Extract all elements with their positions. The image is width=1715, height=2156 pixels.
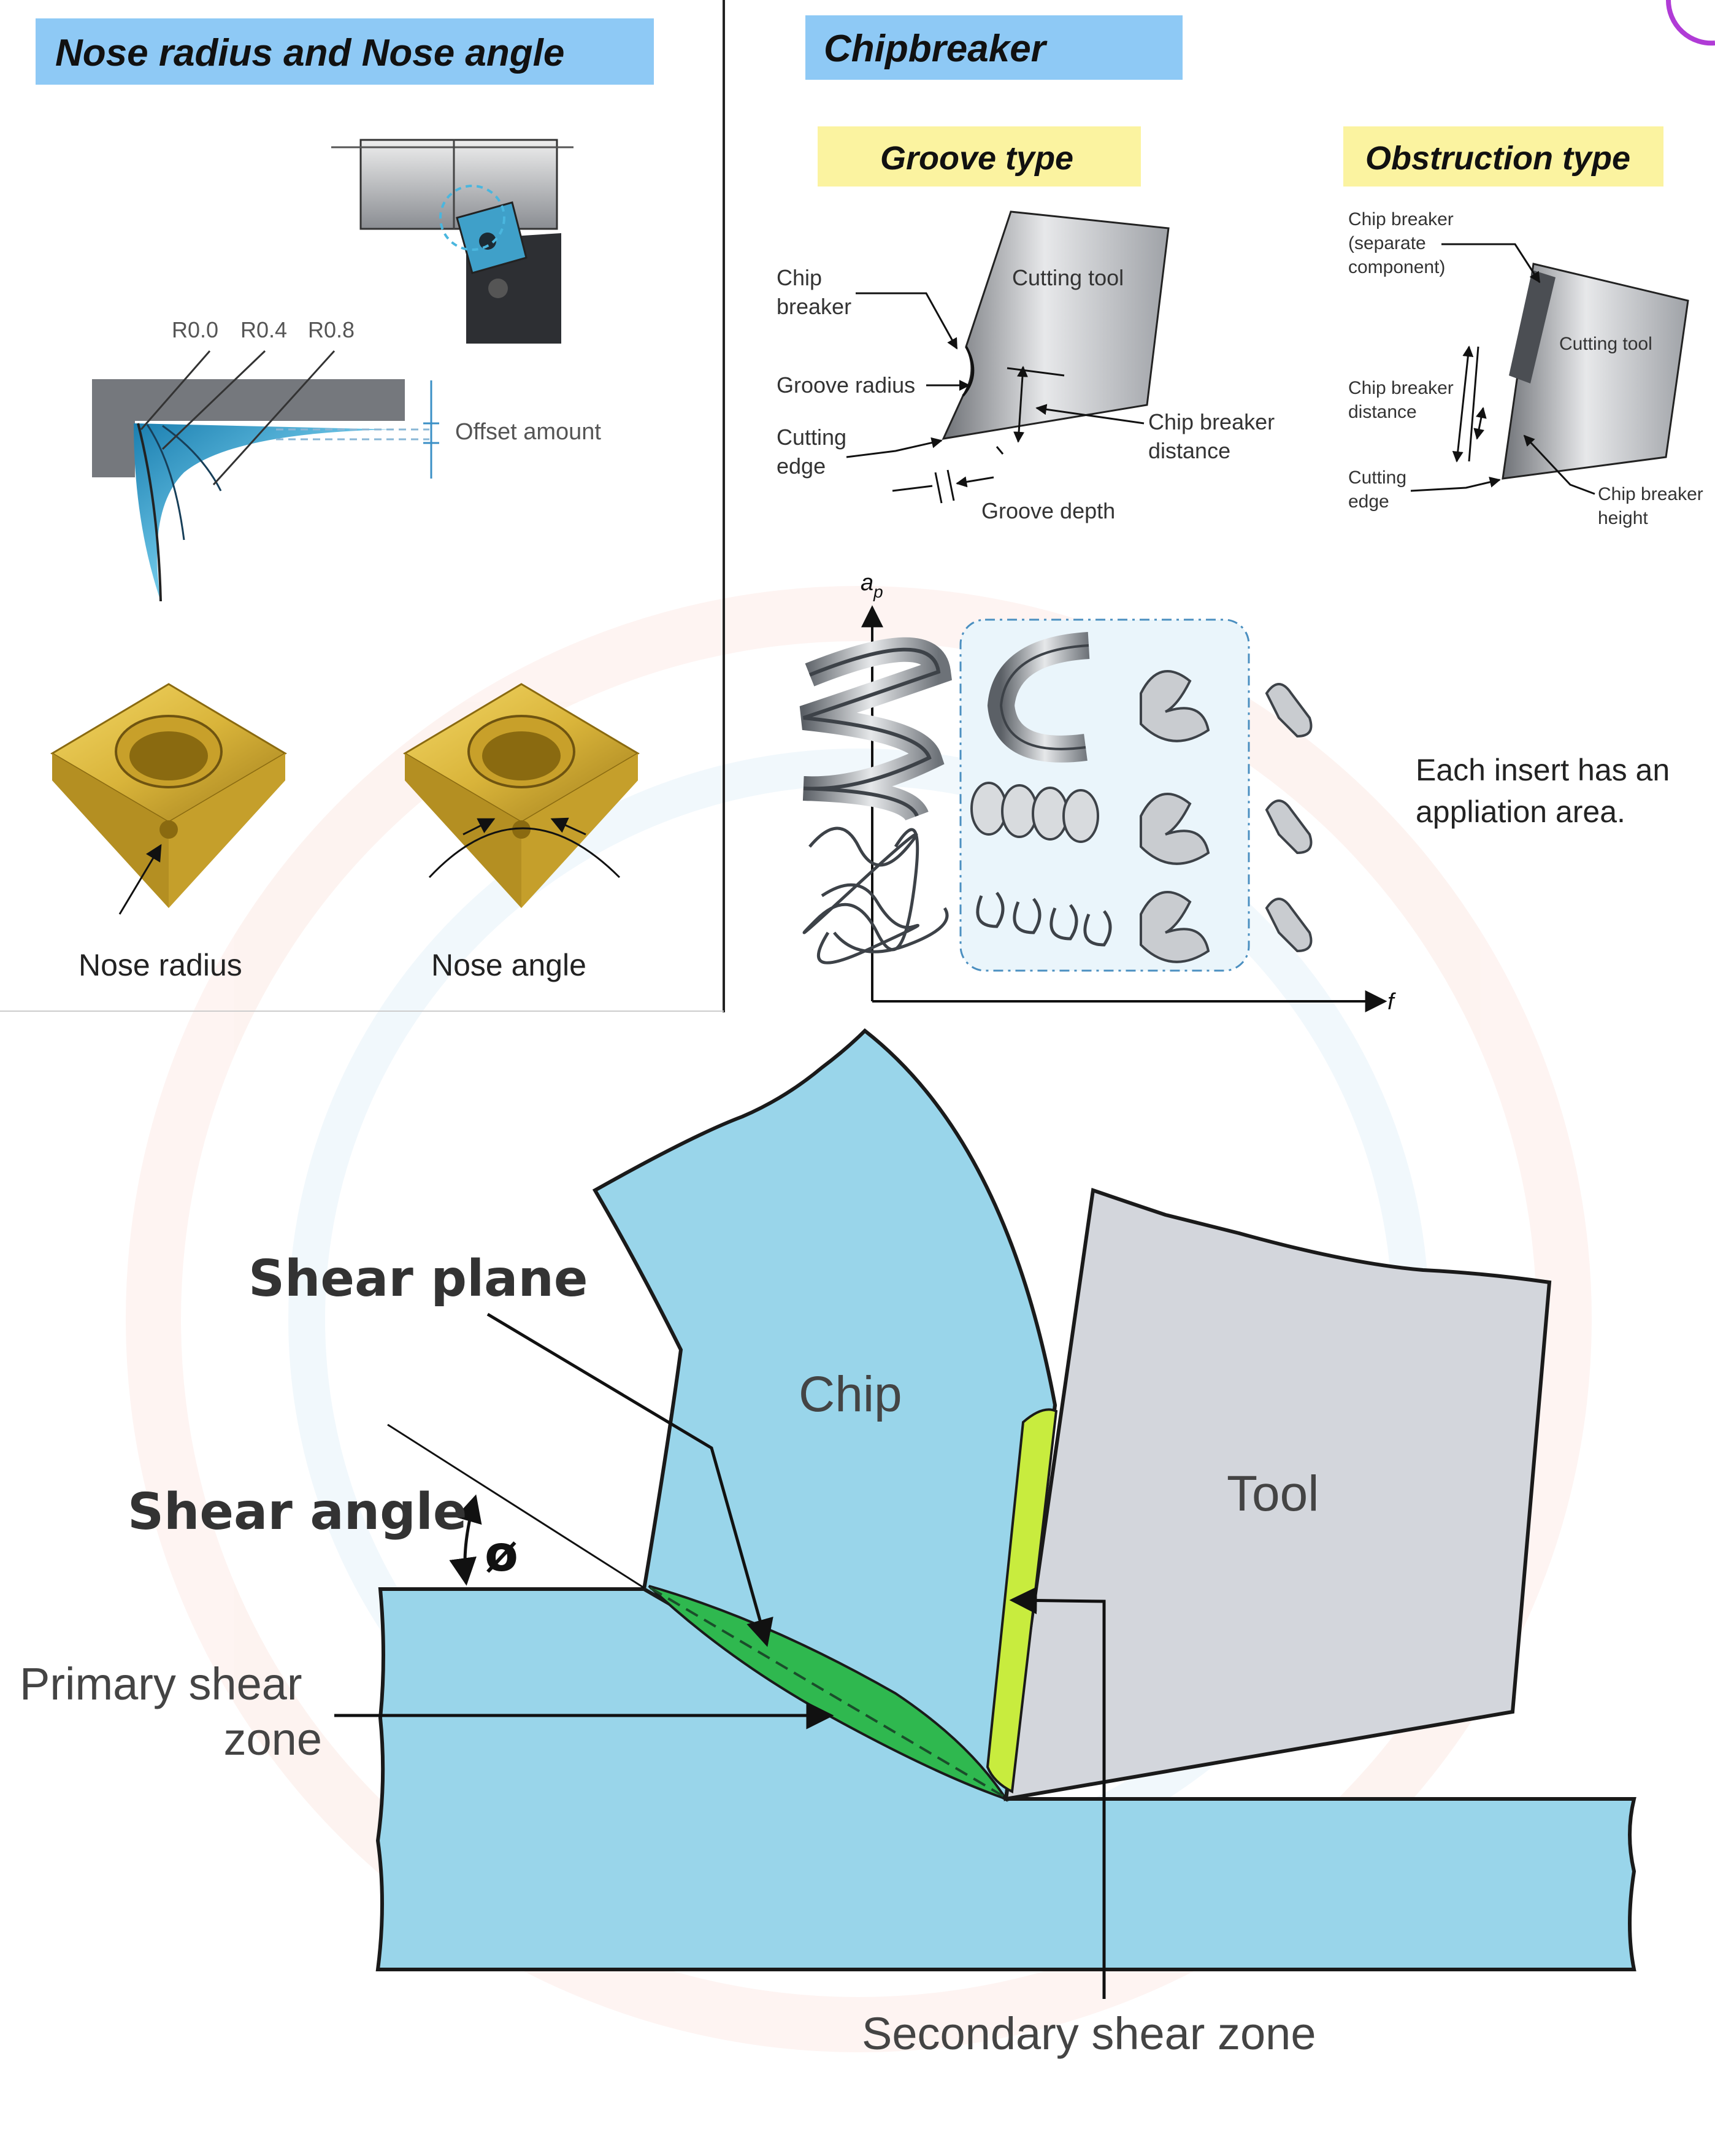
chart-x-axis-label: f bbox=[1387, 989, 1396, 1015]
component-label-2: (separate bbox=[1348, 233, 1426, 253]
shear-angle-label: Shear angle bbox=[128, 1483, 467, 1541]
tool-holder-illustration bbox=[331, 139, 574, 344]
secondary-shear-zone-label: Secondary shear zone bbox=[862, 2008, 1316, 2059]
obstruction-distance-label-1: Chip breaker bbox=[1348, 378, 1454, 398]
obstruction-type-title: Obstruction type bbox=[1365, 140, 1630, 177]
nose-angle-arc bbox=[428, 827, 621, 879]
shear-plane-line bbox=[649, 1587, 1007, 1799]
primary-shear-zone bbox=[648, 1585, 1009, 1801]
obstruction-height-label-2: height bbox=[1598, 508, 1648, 528]
radius-label-r08: R0.8 bbox=[308, 317, 355, 342]
radius-label-r04: R0.4 bbox=[240, 317, 287, 342]
nose-panel-header bbox=[36, 18, 654, 85]
shear-plane-arrow bbox=[486, 1312, 773, 1647]
chip-label: Chip bbox=[799, 1366, 902, 1422]
application-area-box bbox=[959, 618, 1250, 972]
chipbreaker-title: Chipbreaker bbox=[824, 28, 1048, 70]
obstruction-height-label-1: Chip breaker bbox=[1598, 484, 1703, 504]
nose-panel-title: Nose radius and Nose angle bbox=[55, 32, 564, 74]
component-label-1: Chip breaker bbox=[1348, 209, 1454, 229]
groove-depth-label: Groove depth bbox=[981, 498, 1115, 523]
tool-body bbox=[1003, 1187, 1552, 1801]
application-note-line2: appliation area. bbox=[1416, 795, 1625, 829]
secondary-zone-arrow bbox=[1009, 1587, 1106, 1999]
tool-label: Tool bbox=[1227, 1466, 1319, 1522]
chip-form-chart: ap f bbox=[799, 570, 1396, 1015]
application-note-line1: Each insert has an bbox=[1416, 753, 1670, 787]
cb-distance-label-1: Chip breaker bbox=[1148, 409, 1275, 434]
groove-radius-label: Groove radius bbox=[777, 372, 915, 398]
cb-distance-label-2: distance bbox=[1148, 438, 1230, 463]
nose-angle-arrow-left bbox=[462, 818, 496, 836]
radius-label-r00: R0.0 bbox=[172, 317, 218, 342]
shear-plane-label: Shear plane bbox=[248, 1250, 588, 1308]
chip-curl-column bbox=[1140, 670, 1210, 963]
accent-ring-icon bbox=[1665, 0, 1715, 46]
obstruction-height-leader bbox=[1523, 434, 1595, 495]
nose-angle-label: Nose angle bbox=[431, 948, 586, 982]
nose-radius-illustration bbox=[92, 350, 439, 602]
obstruction-edge-label-1: Cutting bbox=[1348, 468, 1406, 488]
phi-symbol: ø bbox=[485, 1525, 518, 1582]
obstruction-edge-leader bbox=[1410, 476, 1501, 492]
cutting-edge-leader bbox=[846, 437, 943, 458]
nose-panel: Nose radius and Nose angle R0.0 R0.4 R0.… bbox=[36, 18, 654, 982]
chip-breaker-leader bbox=[856, 292, 958, 350]
obstruction-tool-illustration bbox=[1452, 263, 1689, 480]
shear-angle-arc bbox=[449, 1494, 482, 1586]
insert-right-illustration bbox=[403, 683, 640, 908]
insert-left-illustration bbox=[50, 683, 287, 908]
chip-coil-row bbox=[970, 782, 1099, 843]
chip-tangle bbox=[802, 826, 949, 964]
cutting-edge-label-1: Cutting bbox=[777, 425, 846, 450]
nose-angle-arrow-right bbox=[550, 817, 586, 836]
chip-breaker-label-1: Chip bbox=[777, 265, 822, 290]
nose-radius-label: Nose radius bbox=[79, 948, 242, 982]
obstruction-type-header bbox=[1343, 126, 1663, 187]
cutting-diagram: Shear plane Shear angle ø Chip Tool Prim… bbox=[0, 1011, 1636, 2059]
shear-angle-reference bbox=[387, 1423, 645, 1589]
chip-c-shape bbox=[987, 632, 1090, 763]
chip-breaker-label-2: breaker bbox=[777, 294, 851, 319]
workpiece bbox=[375, 1587, 1636, 1971]
groove-tool-illustration bbox=[892, 210, 1170, 504]
obstruction-distance-label-2: distance bbox=[1348, 402, 1417, 422]
obstruction-tool-label: Cutting tool bbox=[1559, 334, 1652, 354]
nose-radius-pointer bbox=[118, 844, 162, 915]
cb-distance-leader bbox=[1035, 404, 1145, 425]
component-label-3: component) bbox=[1348, 257, 1445, 277]
chip-spiral-large bbox=[799, 637, 953, 822]
groove-tool-label: Cutting tool bbox=[1012, 265, 1124, 290]
primary-shear-zone-label-2: zone bbox=[224, 1714, 322, 1765]
obstruction-edge-label-2: edge bbox=[1348, 491, 1389, 512]
component-leader bbox=[1441, 243, 1541, 283]
groove-type-title: Groove type bbox=[880, 140, 1073, 177]
chart-y-axis-label: ap bbox=[861, 570, 883, 601]
cutting-edge-label-2: edge bbox=[777, 453, 826, 479]
chip-comma-row bbox=[976, 891, 1112, 947]
groove-type-header bbox=[818, 126, 1141, 187]
chipbreaker-header bbox=[805, 15, 1183, 80]
offset-amount-label: Offset amount bbox=[455, 419, 601, 445]
chipbreaker-panel: Chipbreaker Groove type Obstruction type… bbox=[777, 15, 1703, 1015]
chip-small-column bbox=[1265, 683, 1313, 953]
primary-shear-zone-label-1: Primary shear bbox=[20, 1658, 302, 1709]
